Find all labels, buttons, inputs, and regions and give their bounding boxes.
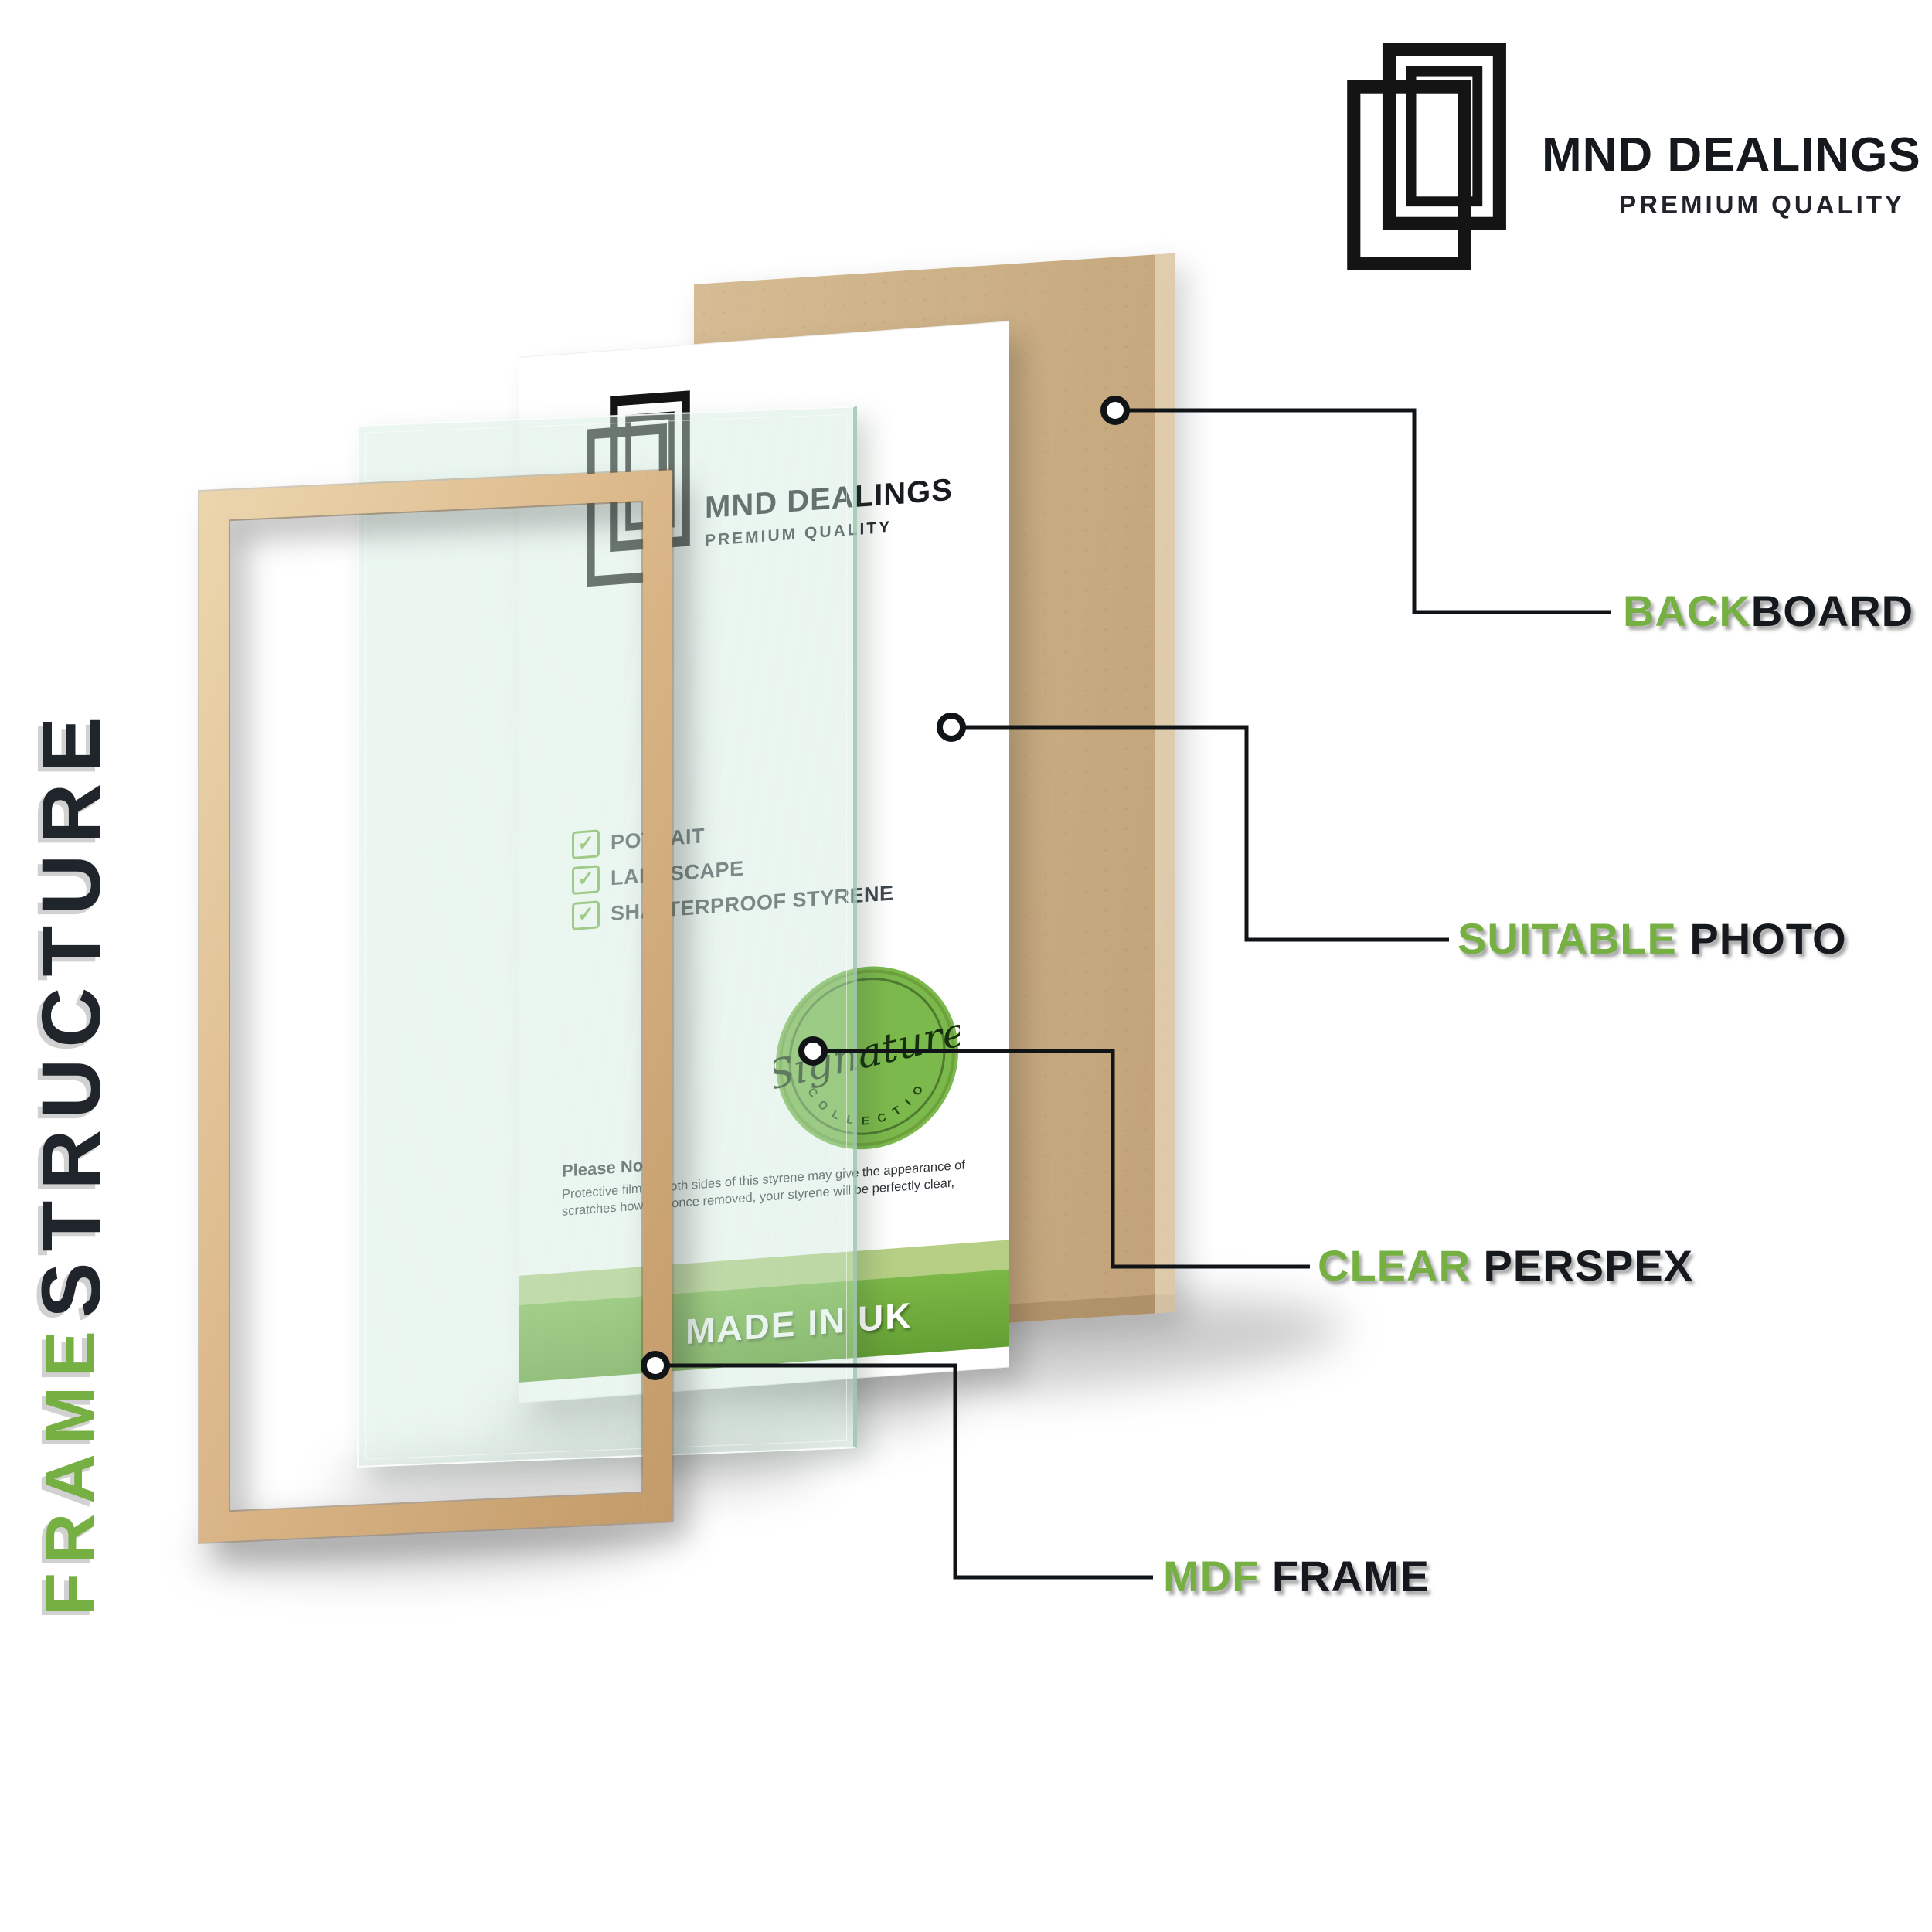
label-backboard-rest: BOARD [1750,587,1914,635]
label-mdf-frame: MDF FRAME [1163,1554,1430,1599]
label-perspex-accent: CLEAR [1318,1241,1471,1290]
brand-tagline: PREMIUM QUALITY [1619,190,1905,219]
callout-ring-backboard [1100,396,1130,425]
label-mdf-rest: FRAME [1259,1552,1430,1600]
brand-frame-icon [1345,43,1511,278]
brand-block: MND DEALINGS PREMIUM QUALITY [1345,43,1921,278]
label-mdf-accent: MDF [1163,1552,1260,1600]
label-backboard: BACKBOARD [1623,589,1913,634]
label-backboard-accent: BACK [1623,587,1751,635]
callout-line-photo [963,725,1449,942]
label-suitable-photo: SUITABLE PHOTO [1458,917,1847,961]
label-perspex-rest: PERSPEX [1470,1241,1693,1290]
callout-ring-mdf [641,1351,670,1380]
callout-line-backboard [1127,408,1611,614]
callout-ring-photo [937,713,966,742]
label-clear-perspex: CLEAR PERSPEX [1318,1243,1693,1288]
callout-ring-perspex [798,1036,828,1066]
callout-line-perspex [825,1049,1310,1269]
callout-line-mdf [667,1363,1153,1580]
brand-name: MND DEALINGS [1542,128,1921,182]
label-photo-accent: SUITABLE [1458,914,1677,963]
label-photo-rest: PHOTO [1676,914,1847,963]
brand-text-block: MND DEALINGS PREMIUM QUALITY [1542,128,1921,278]
